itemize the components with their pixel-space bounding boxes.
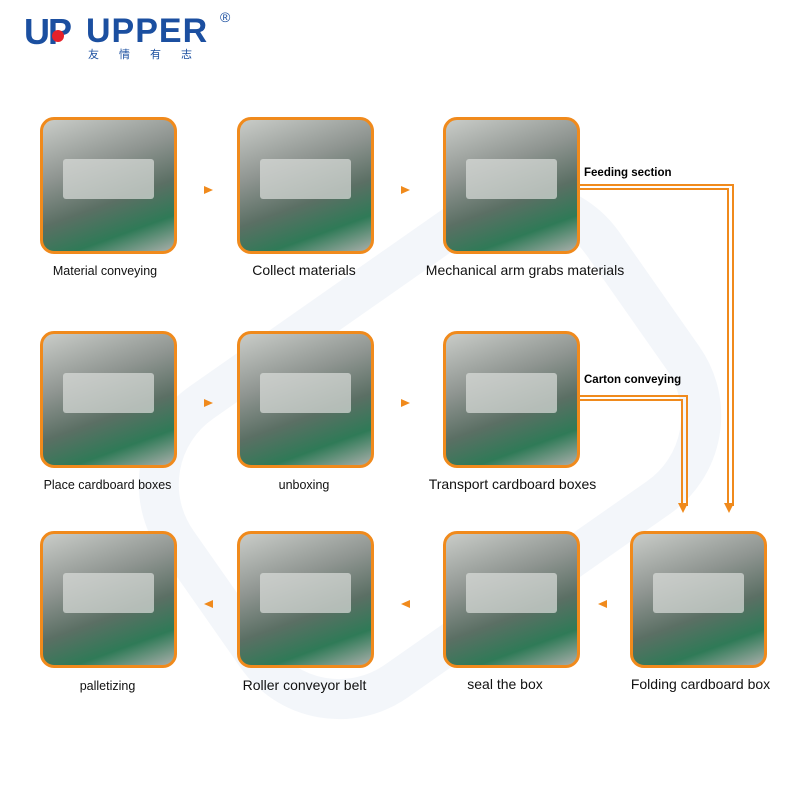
photo-palletizing xyxy=(40,531,177,668)
photo-mechanical-arm xyxy=(443,117,580,254)
step-label: Roller conveyor belt xyxy=(242,677,367,693)
arrow-left-icon xyxy=(598,600,607,608)
arrow-right-icon xyxy=(401,399,410,407)
photo-place-boxes xyxy=(40,331,177,468)
photo-transport-boxes xyxy=(443,331,580,468)
step-label: Place cardboard boxes xyxy=(43,478,172,492)
photo-folding-box xyxy=(630,531,767,668)
arrow-down-icon xyxy=(724,503,734,513)
feeding-connector-outer xyxy=(578,184,734,506)
photo-collect-materials xyxy=(237,117,374,254)
carton-conveying-label: Carton conveying xyxy=(584,374,682,386)
step-label: unboxing xyxy=(278,478,330,492)
arrow-right-icon xyxy=(401,186,410,194)
photo-roller-conveyor xyxy=(237,531,374,668)
logo-word: UPPER xyxy=(86,12,209,50)
step-label: Transport cardboard boxes xyxy=(428,476,597,492)
arrow-down-icon xyxy=(678,503,688,513)
arrow-right-icon xyxy=(204,399,213,407)
photo-seal-box xyxy=(443,531,580,668)
photo-unboxing xyxy=(237,331,374,468)
logo-mark: UP xyxy=(24,11,72,52)
step-label: Mechanical arm grabs materials xyxy=(425,262,625,278)
arrow-left-icon xyxy=(401,600,410,608)
arrow-right-icon xyxy=(204,186,213,194)
step-label: Material conveying xyxy=(52,264,158,278)
feeding-connector-inner xyxy=(578,188,729,506)
step-label: palletizing xyxy=(79,679,136,693)
feeding-section-label: Feeding section xyxy=(584,167,672,179)
arrow-left-icon xyxy=(204,600,213,608)
step-label: seal the box xyxy=(467,676,543,692)
step-label: Folding cardboard box xyxy=(630,676,771,692)
photo-material-conveying xyxy=(40,117,177,254)
logo-tagline: 友情有志 xyxy=(88,49,212,61)
registered-mark: ® xyxy=(220,9,231,25)
logo-dot-icon xyxy=(52,30,64,42)
carton-connector-outer xyxy=(578,395,688,506)
upper-logo: UP UPPER ® 友情有志 xyxy=(24,10,244,62)
step-label: Collect materials xyxy=(252,262,356,278)
carton-connector-inner xyxy=(578,399,683,506)
